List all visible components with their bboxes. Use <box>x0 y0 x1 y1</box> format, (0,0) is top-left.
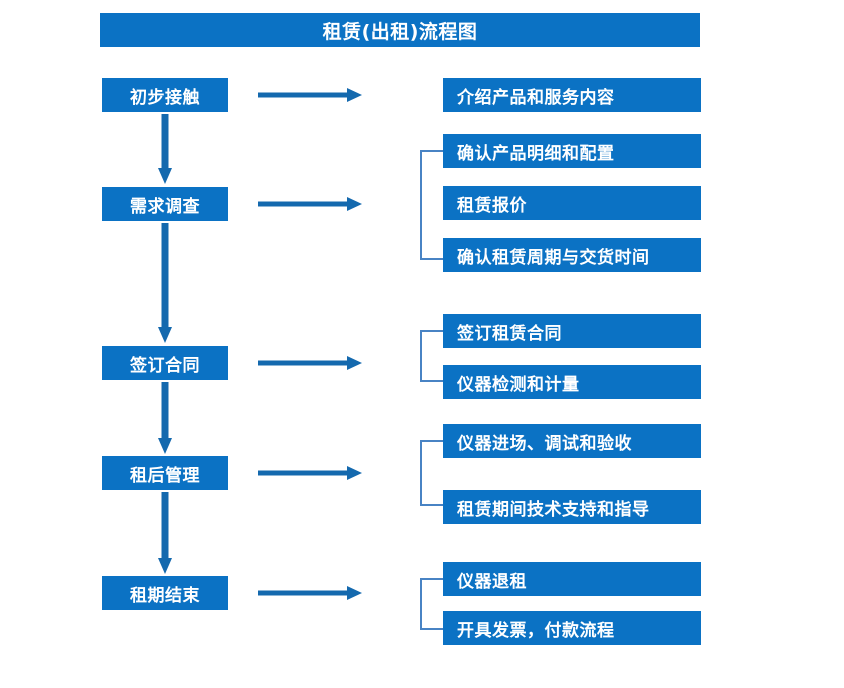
down-arrow-icon-2 <box>157 223 173 343</box>
detail-box-仪器检测和计量[interactable]: 仪器检测和计量 <box>443 365 701 399</box>
group-bracket-management <box>420 440 443 506</box>
detail-box-租赁期间技术支持和指导[interactable]: 租赁期间技术支持和指导 <box>443 490 701 524</box>
chart-title-bar: 租赁(出租)流程图 <box>100 13 700 47</box>
group-bracket-contract <box>420 330 443 382</box>
stage-box-初步接触[interactable]: 初步接触 <box>102 78 228 112</box>
right-arrow-icon-3 <box>258 355 362 371</box>
detail-box-仪器退租[interactable]: 仪器退租 <box>443 562 701 596</box>
detail-box-介绍产品和服务内容[interactable]: 介绍产品和服务内容 <box>443 78 701 112</box>
down-arrow-icon-4 <box>157 492 173 574</box>
detail-box-确认租赁周期与交货时间[interactable]: 确认租赁周期与交货时间 <box>443 238 701 272</box>
right-arrow-icon-4 <box>258 465 362 481</box>
stage-box-租期结束[interactable]: 租期结束 <box>102 576 228 610</box>
detail-box-签订租赁合同[interactable]: 签订租赁合同 <box>443 314 701 348</box>
detail-box-开具发票付款流程[interactable]: 开具发票，付款流程 <box>443 611 701 645</box>
stage-box-签订合同[interactable]: 签订合同 <box>102 346 228 380</box>
down-arrow-icon-3 <box>157 382 173 454</box>
stage-box-需求调查[interactable]: 需求调查 <box>102 187 228 221</box>
group-bracket-end <box>420 578 443 630</box>
right-arrow-icon-1 <box>258 87 362 103</box>
right-arrow-icon-2 <box>258 196 362 212</box>
down-arrow-icon-1 <box>157 114 173 184</box>
detail-box-仪器进场调试和验收[interactable]: 仪器进场、调试和验收 <box>443 424 701 458</box>
group-bracket-needs <box>420 150 443 260</box>
detail-box-确认产品明细和配置[interactable]: 确认产品明细和配置 <box>443 134 701 168</box>
stage-box-租后管理[interactable]: 租后管理 <box>102 456 228 490</box>
detail-box-租赁报价[interactable]: 租赁报价 <box>443 186 701 220</box>
right-arrow-icon-5 <box>258 585 362 601</box>
